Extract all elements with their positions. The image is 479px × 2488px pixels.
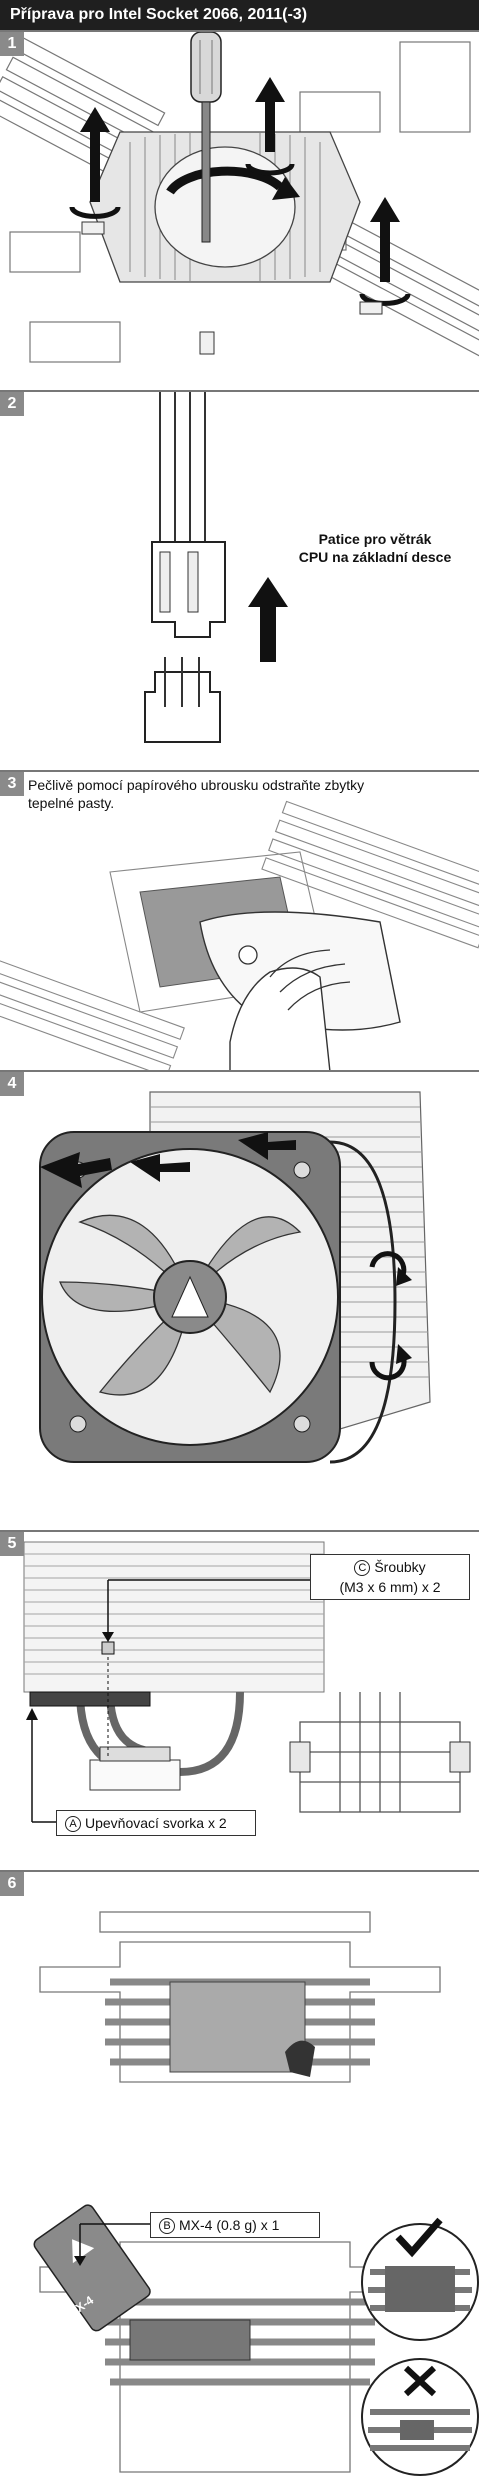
screws-label-line1: Šroubky	[374, 1559, 426, 1575]
fan-header-label-line1: Patice pro větrák	[318, 531, 432, 547]
step-5-panel: 5	[0, 1530, 479, 1870]
step-6-panel: 6	[0, 1870, 479, 2488]
step-4-badge: 4	[0, 1072, 24, 1096]
fan-header-label-line2: CPU na základní desce	[298, 549, 452, 565]
step-1-badge: 1	[0, 32, 24, 56]
step-3-instruction-line1: Pečlivě pomocí papírového ubrousku odstr…	[28, 777, 365, 793]
step-1-illustration	[0, 32, 479, 363]
step-1-panel: 1	[0, 30, 479, 390]
step-2-illustration	[144, 392, 288, 743]
step-3-illustration	[0, 800, 479, 1070]
step-6-badge: 6	[0, 1872, 24, 1896]
step-3-instruction-line2: tepelné pasty.	[28, 795, 115, 811]
paste-marker: B	[159, 2218, 175, 2234]
step-3-badge: 3	[0, 772, 24, 796]
page-title: Příprava pro Intel Socket 2066, 2011(-3)	[0, 0, 479, 30]
step-4-illustration	[39, 1091, 431, 1464]
step-3-panel: 3 Pečlivě pomocí papírového ubrousku ods…	[0, 770, 479, 1070]
screws-label-line2: (M3 x 6 mm) x 2	[339, 1579, 441, 1595]
clamp-marker: A	[65, 1816, 81, 1832]
step-4-panel: 4	[0, 1070, 479, 1530]
paste-label: MX-4 (0.8 g) x 1	[179, 2217, 280, 2233]
step-5-illustration	[23, 1541, 471, 1823]
step-2-badge: 2	[0, 392, 24, 416]
clamp-label: Upevňovací svorka x 2	[85, 1815, 227, 1831]
step-5-badge: 5	[0, 1532, 24, 1556]
screws-marker: C	[354, 1560, 371, 1576]
step-2-panel: 2 Patice pro větrák CPU na základní desc…	[0, 390, 479, 770]
step-6-illustration	[33, 1911, 479, 2476]
